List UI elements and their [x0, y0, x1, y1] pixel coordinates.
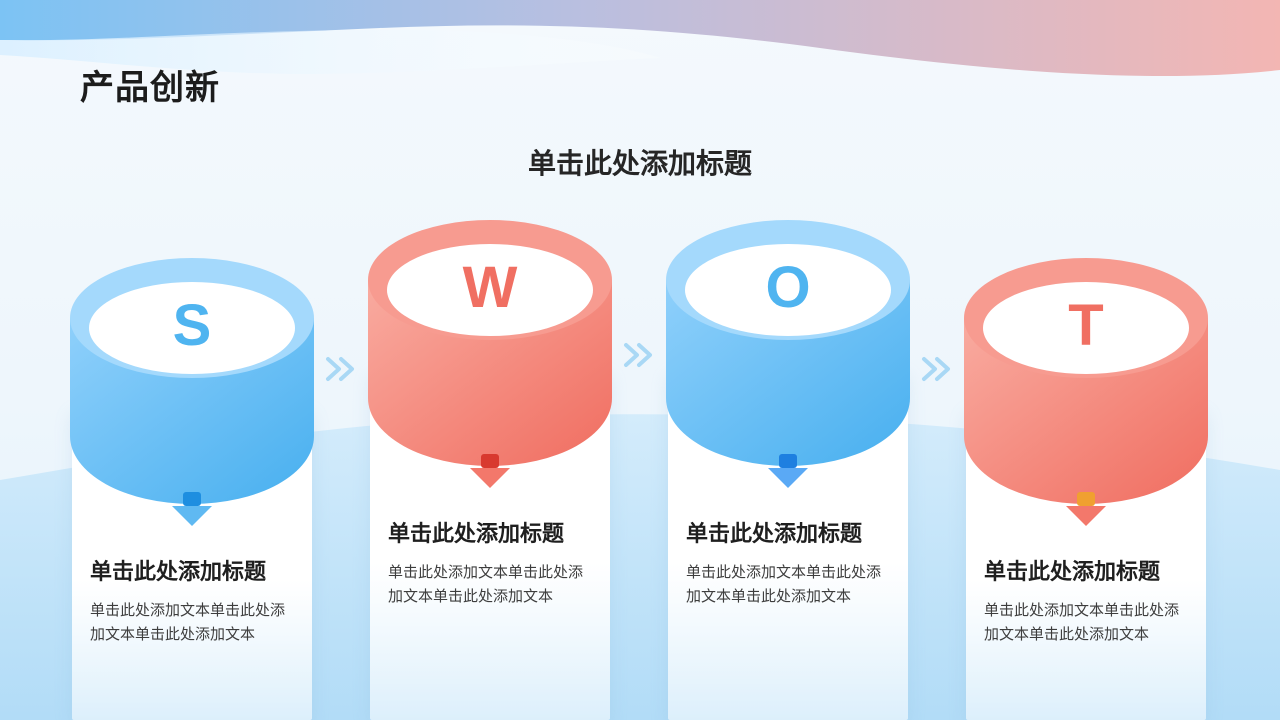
arrow-down-icon: [470, 454, 510, 488]
card-heading: 单击此处添加标题: [686, 522, 863, 547]
cylinder-shape: [70, 258, 314, 504]
card-heading: 单击此处添加标题: [90, 560, 267, 585]
arrow-down-icon: [768, 454, 808, 488]
swot-card-s: S 单击此处添加标题 单击此处添加文本单击此处添加文本单击此处添加文本: [70, 258, 314, 720]
letter-o: O: [765, 255, 811, 320]
double-chevron-right-icon: [326, 357, 354, 381]
card-heading: 单击此处添加标题: [388, 522, 565, 547]
swot-card-w: W 单击此处添加标题 单击此处添加文本单击此处添加文本单击此处添加文本: [368, 220, 612, 720]
double-chevron-right-icon: [922, 357, 950, 381]
card-body: 单击此处添加文本单击此处添加文本单击此处添加文本: [90, 601, 286, 643]
letter-s: S: [172, 293, 212, 358]
card-body: 单击此处添加文本单击此处添加文本单击此处添加文本: [686, 563, 882, 605]
card-body: 单击此处添加文本单击此处添加文本单击此处添加文本: [388, 563, 584, 605]
cylinder-shape: [666, 220, 910, 466]
cylinder-shape: [368, 220, 612, 466]
letter-w: W: [462, 255, 518, 320]
swot-card-o: O 单击此处添加标题 单击此处添加文本单击此处添加文本单击此处添加文本: [666, 220, 910, 720]
main-title: 单击此处添加标题: [527, 147, 752, 180]
arrow-down-icon: [172, 492, 212, 526]
letter-t: T: [1068, 293, 1104, 358]
card-heading: 单击此处添加标题: [984, 560, 1161, 585]
card-body: 单击此处添加文本单击此处添加文本单击此处添加文本: [984, 601, 1180, 643]
page-title: 产品创新: [80, 68, 220, 108]
double-chevron-right-icon: [624, 343, 652, 367]
cylinder-shape: [964, 258, 1208, 504]
swot-card-t: T 单击此处添加标题 单击此处添加文本单击此处添加文本单击此处添加文本: [964, 258, 1208, 720]
arrow-down-icon: [1066, 492, 1106, 526]
